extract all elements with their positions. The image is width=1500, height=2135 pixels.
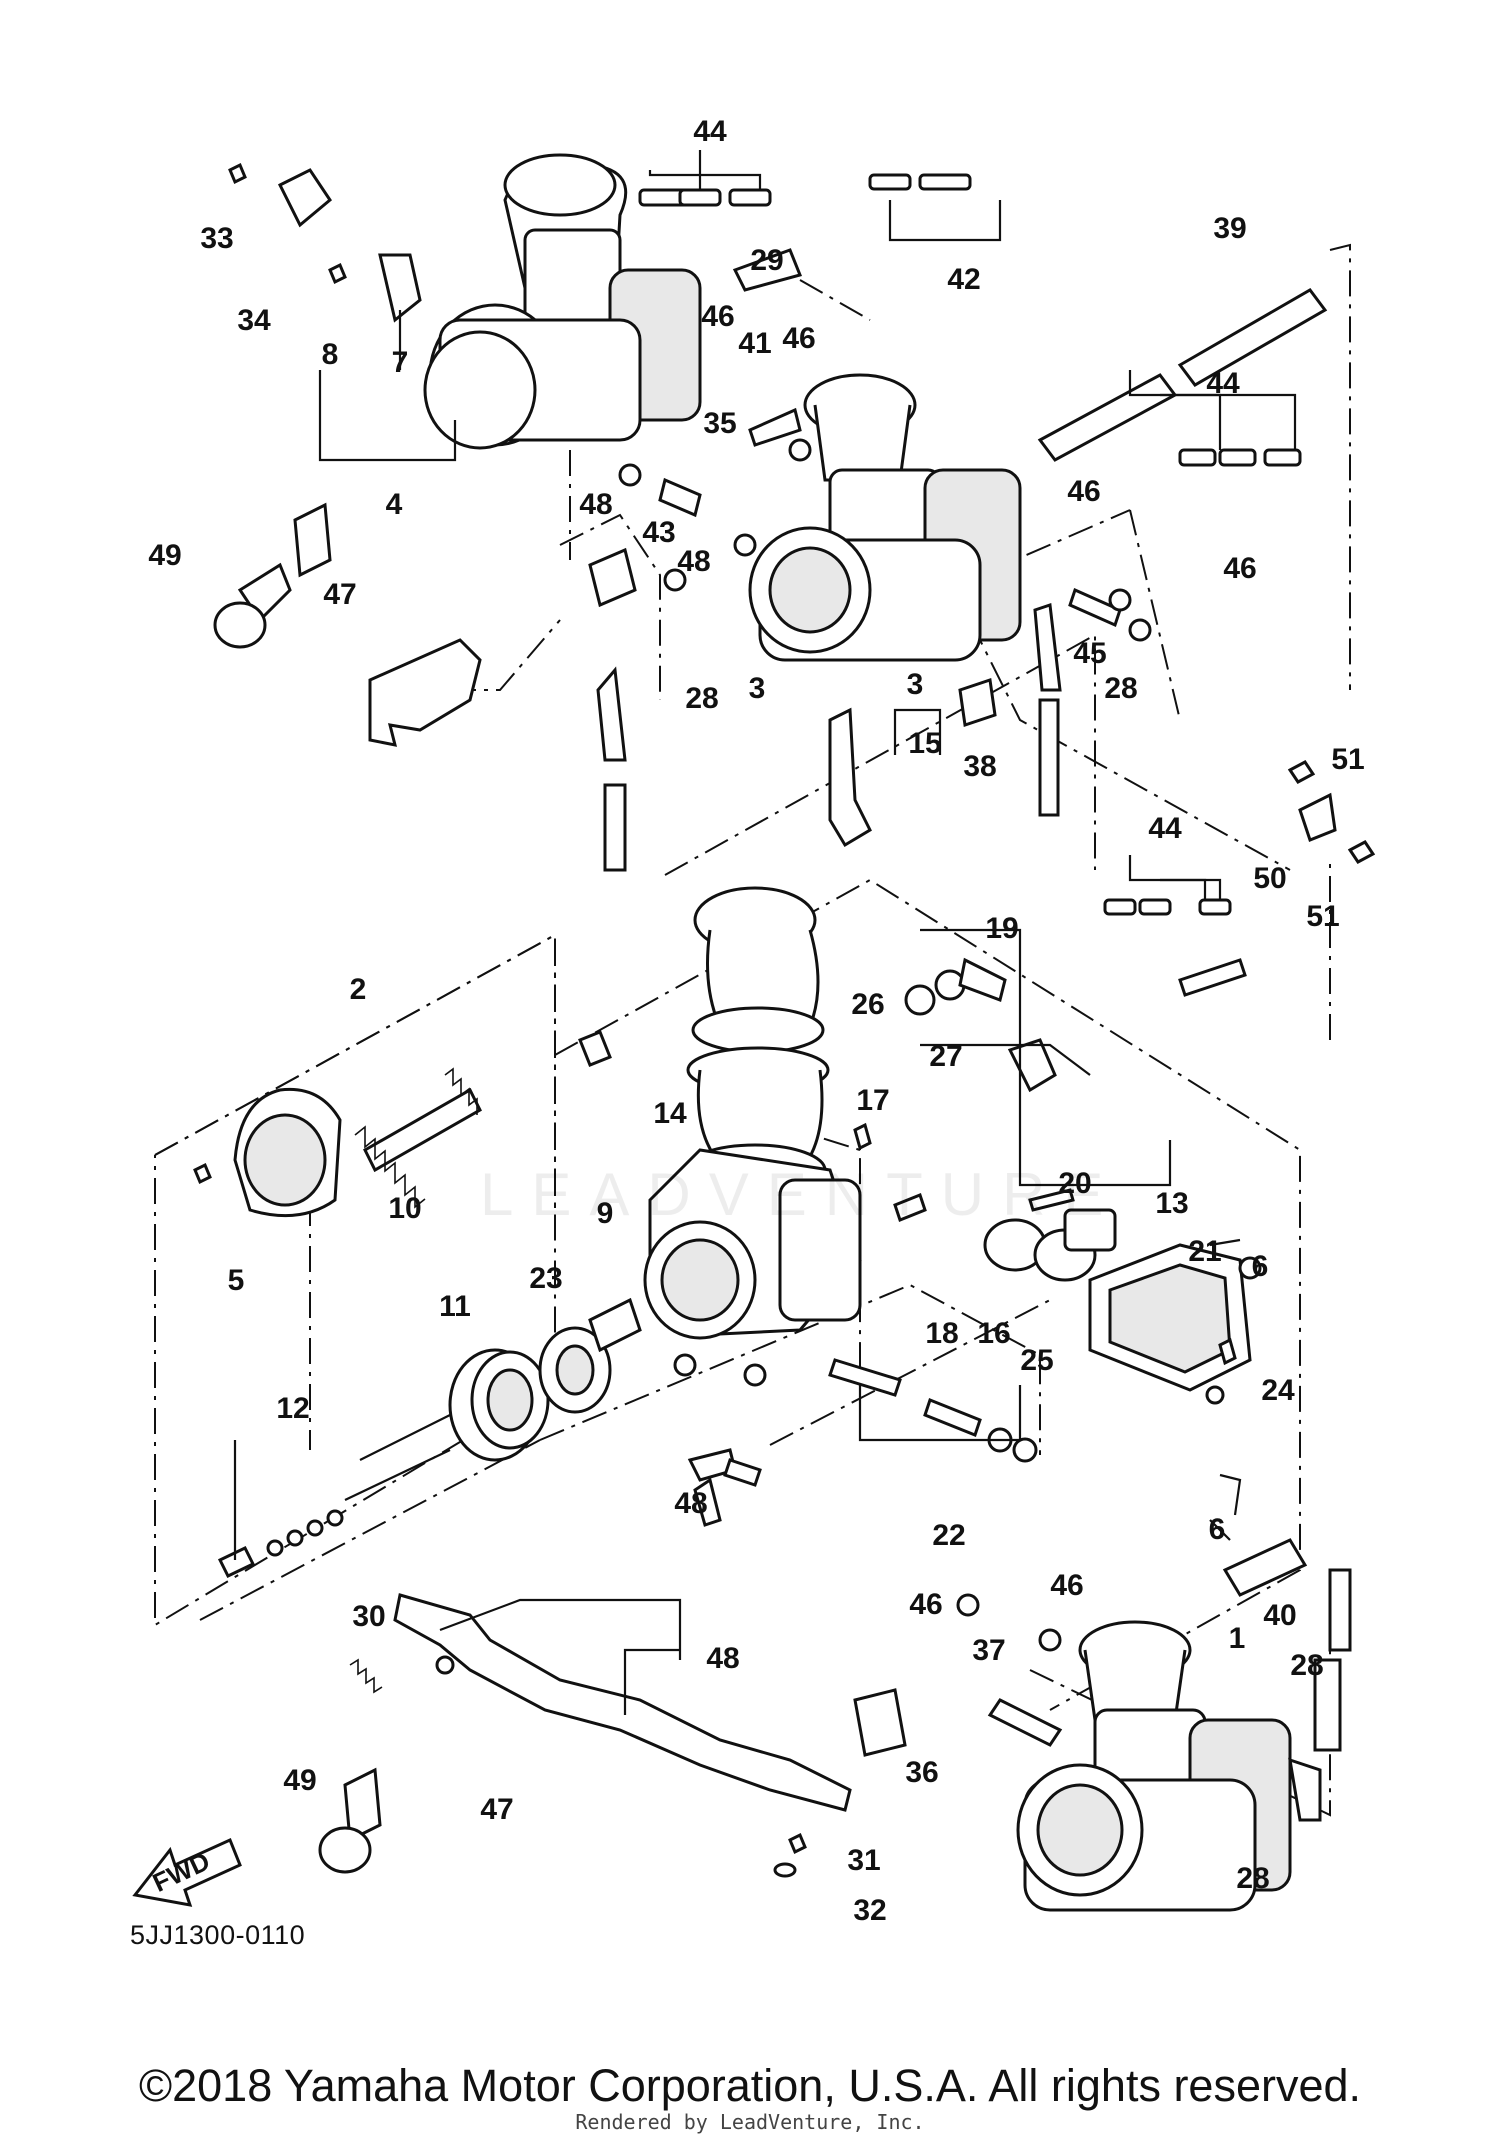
part-label: 44 <box>1206 367 1240 400</box>
part-label: 17 <box>856 1084 889 1117</box>
hoses <box>596 288 1352 1822</box>
part-label: 34 <box>237 304 271 337</box>
part-label: 9 <box>597 1197 614 1230</box>
part-label: 28 <box>1290 1649 1323 1682</box>
part-label: 46 <box>909 1588 942 1621</box>
part-label: 51 <box>1331 743 1364 776</box>
part-label: 12 <box>276 1392 309 1425</box>
rendered-by-notice: Rendered by LeadVenture, Inc. <box>575 2110 925 2134</box>
part-label: 11 <box>439 1290 471 1323</box>
part-label: 32 <box>853 1894 886 1927</box>
part-label: 46 <box>1223 552 1256 585</box>
vent-caps <box>213 502 997 1874</box>
part-label: 46 <box>1067 475 1100 508</box>
part-label: 49 <box>148 539 181 572</box>
cover-and-spring <box>193 1067 482 1218</box>
float-and-needle <box>983 1188 1117 1282</box>
part-label: 24 <box>1261 1374 1295 1407</box>
carburetor-top-left <box>423 153 702 450</box>
part-label: 2 <box>350 973 367 1006</box>
copyright-notice: ©2018 Yamaha Motor Corporation, U.S.A. A… <box>138 2060 1362 2111</box>
part-label: 40 <box>1263 1599 1296 1632</box>
part-label: 1 <box>1229 1622 1246 1655</box>
part-label: 47 <box>323 578 356 611</box>
part-label: 39 <box>1213 212 1246 245</box>
part-label: 38 <box>963 750 996 783</box>
throttle-linkage <box>349 1593 852 1812</box>
springs-and-screws <box>578 173 1302 1747</box>
part-label: 45 <box>1073 637 1106 670</box>
fuel-fittings <box>687 248 803 1527</box>
part-label: 4 <box>386 488 403 521</box>
part-label: 21 <box>1188 1235 1221 1268</box>
carburetor-body-center <box>643 886 862 1340</box>
part-label: 3 <box>749 672 766 705</box>
part-label: 3 <box>907 668 924 701</box>
part-label: 18 <box>925 1317 958 1350</box>
part-label: 13 <box>1155 1187 1188 1220</box>
part-label: 42 <box>947 263 980 296</box>
part-label: 46 <box>701 300 734 333</box>
part-label: 27 <box>929 1040 962 1073</box>
part-label: 30 <box>352 1600 385 1633</box>
part-label: 47 <box>480 1793 513 1826</box>
part-label: 15 <box>908 727 941 760</box>
carburetor-top-right <box>748 373 1022 662</box>
needle-jet-set <box>217 1449 451 1578</box>
part-label: 7 <box>392 346 409 379</box>
part-label: 28 <box>1104 672 1137 705</box>
part-label: 44 <box>1148 812 1182 845</box>
part-label: 46 <box>782 322 815 355</box>
part-label: 20 <box>1058 1167 1091 1200</box>
part-label: 46 <box>1050 1569 1083 1602</box>
carburetor-bottom-right <box>1016 1620 1292 1912</box>
part-label: 16 <box>977 1317 1010 1350</box>
part-label: 31 <box>847 1844 880 1877</box>
part-label: 14 <box>653 1097 687 1130</box>
part-label: 19 <box>985 912 1018 945</box>
diaphragm-and-piston <box>359 1297 642 1462</box>
part-label: 37 <box>972 1634 1005 1667</box>
part-label: 23 <box>529 1262 562 1295</box>
part-label: 51 <box>1306 900 1339 933</box>
part-label: 44 <box>693 115 727 148</box>
fwd-arrow-icon: FWD <box>132 1837 242 1907</box>
part-label: 48 <box>674 1487 707 1520</box>
part-label: 26 <box>851 988 884 1021</box>
small-fasteners <box>228 162 1376 1878</box>
part-label: 43 <box>642 516 675 549</box>
leader-lines <box>233 150 1297 1715</box>
part-label: 36 <box>905 1756 938 1789</box>
part-label: 29 <box>750 244 783 277</box>
float-bowl <box>1088 1243 1262 1405</box>
part-label: 22 <box>932 1519 965 1552</box>
part-label: 28 <box>1236 1862 1269 1895</box>
part-label: 25 <box>1020 1344 1053 1377</box>
part-label: 48 <box>579 488 612 521</box>
part-label: 10 <box>388 1192 421 1225</box>
part-label: 35 <box>703 407 736 440</box>
part-label: 33 <box>200 222 233 255</box>
part-label: 48 <box>677 545 710 578</box>
part-label: 49 <box>283 1764 316 1797</box>
watermark: LEADVENTURE <box>480 1161 1122 1228</box>
part-label: 28 <box>685 682 718 715</box>
part-label: 50 <box>1253 862 1286 895</box>
part-labels: 44 33 34 29 42 39 8 7 46 41 46 35 44 4 4… <box>148 115 1364 1927</box>
part-label: 6 <box>1209 1513 1226 1546</box>
part-label: 5 <box>228 1264 245 1297</box>
brackets <box>277 168 872 848</box>
part-label: 48 <box>706 1642 739 1675</box>
diagram-code: 5JJ1300-0110 <box>130 1920 306 1950</box>
part-label: 41 <box>738 327 771 360</box>
part-label: 6 <box>1252 1250 1269 1283</box>
part-label: 8 <box>322 338 339 371</box>
